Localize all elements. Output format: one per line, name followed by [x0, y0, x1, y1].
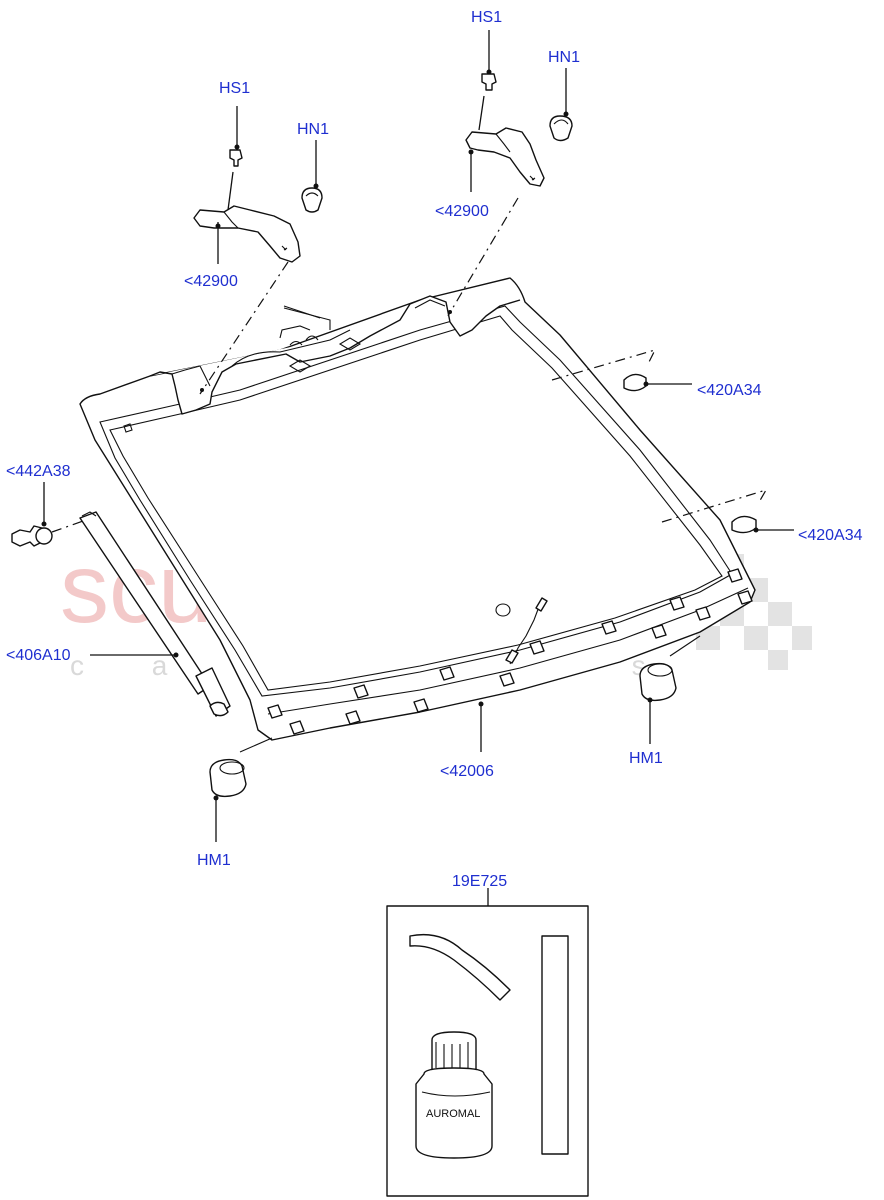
label-19e725: 19E725 — [452, 873, 507, 890]
label-442a38: <442A38 — [6, 463, 71, 480]
label-42900-left: <42900 — [184, 273, 238, 290]
gas-strut-assembly — [11, 482, 231, 717]
rubber-stops — [209, 635, 701, 842]
label-hs1-left: HS1 — [219, 80, 250, 97]
adhesive-strip-straight — [541, 935, 569, 1155]
primer-bottle: AUROMAL — [415, 1031, 493, 1159]
label-hm1-left: HM1 — [197, 852, 231, 869]
callout-labels: HS1 HN1 <42900 HS1 HN1 <42900 <420A34 <4… — [6, 9, 863, 890]
right-hinge-assembly — [447, 30, 573, 317]
sensor-ring — [495, 603, 511, 617]
label-42900-right: <42900 — [435, 203, 489, 220]
label-42006: <42006 — [440, 763, 494, 780]
label-406a10: <406A10 — [6, 647, 71, 664]
primer-bottle-label: AUROMAL — [426, 1108, 480, 1120]
label-hn1-right: HN1 — [548, 49, 580, 66]
label-420a34-top: <420A34 — [697, 382, 762, 399]
label-hm1-right: HM1 — [629, 750, 663, 767]
adhesive-strip-curved — [409, 933, 511, 1001]
tailgate-glass — [79, 277, 756, 752]
label-hs1-right: HS1 — [471, 9, 502, 26]
left-hinge-assembly — [193, 106, 323, 395]
label-420a34-bottom: <420A34 — [798, 527, 863, 544]
glass-clips — [267, 568, 753, 735]
label-hn1-left: HN1 — [297, 121, 329, 138]
adhesive-kit-box: AUROMAL — [386, 888, 589, 1197]
right-side-clips — [551, 349, 794, 534]
